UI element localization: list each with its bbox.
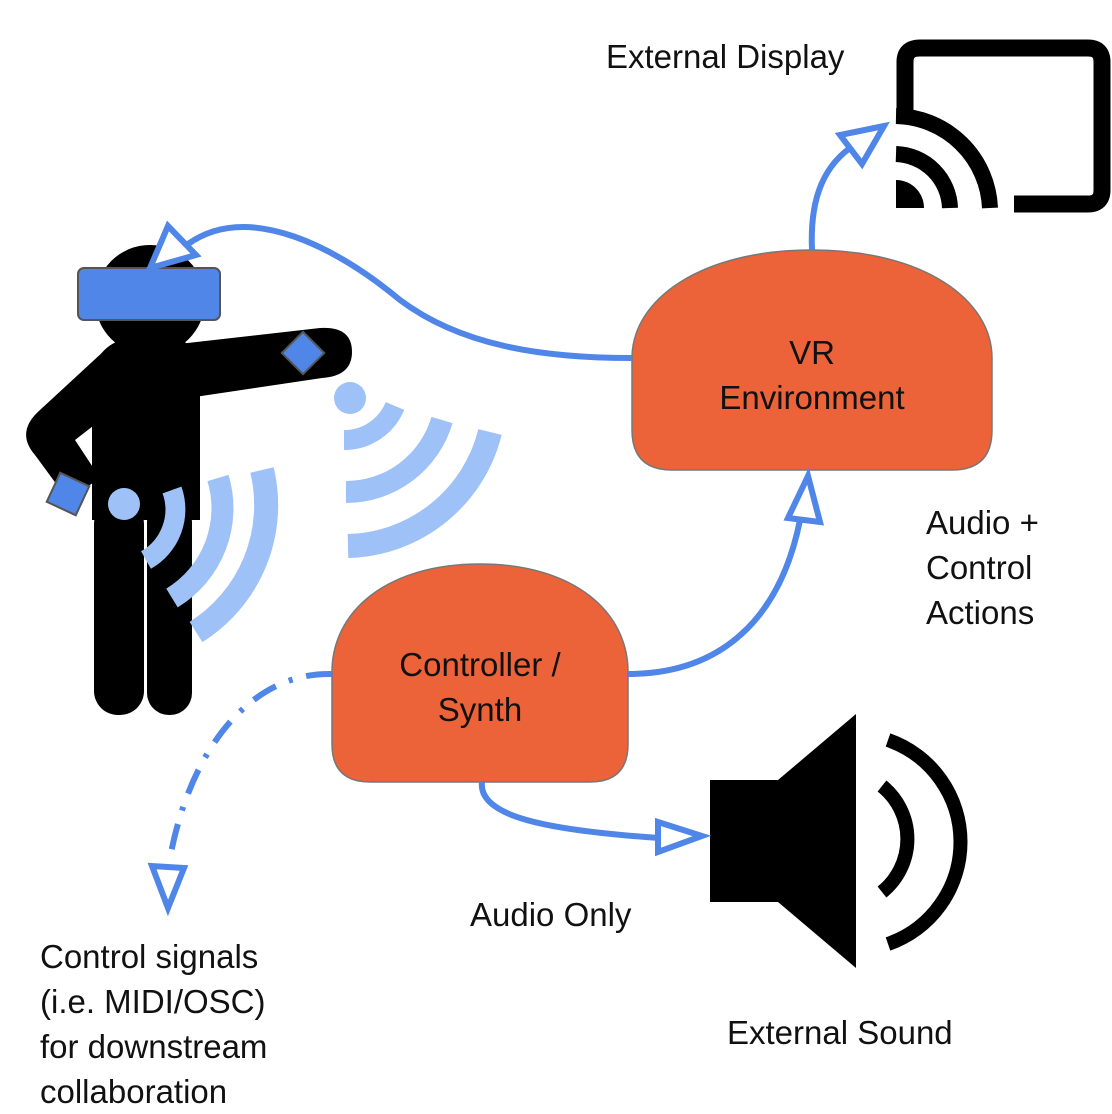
vr-to-headset-arrow (186, 224, 633, 361)
control-signals-arrowhead (147, 862, 189, 917)
audio-control-line1: Audio + (926, 504, 1039, 541)
controller-to-vr-arrowhead (783, 467, 825, 526)
hip-tracker-icon (45, 471, 91, 517)
vr-headset-icon (77, 267, 221, 321)
vr-to-headset-arrowhead (144, 220, 202, 273)
wireless-wave-icon (334, 382, 502, 558)
controller-synth-line1: Controller / (399, 646, 561, 683)
hand-tracker-icon (280, 330, 326, 376)
control-signals-line2: (i.e. MIDI/OSC) (40, 983, 266, 1020)
vr-environment-label: VR Environment (632, 330, 992, 420)
controller-to-speaker-arrowhead (655, 817, 712, 857)
cast-display-icon (895, 39, 1111, 213)
speaker-icon (710, 714, 968, 968)
audio-control-line2: Control (926, 549, 1033, 586)
controller-synth-line2: Synth (437, 691, 523, 728)
vr-user-figure-icon (26, 245, 352, 715)
control-signals-label: Control signals (i.e. MIDI/OSC) for down… (40, 934, 267, 1114)
audio-control-label: Audio + Control Actions (926, 500, 1039, 635)
control-signals-line4: collaboration (40, 1073, 228, 1110)
vr-environment-node (631, 249, 993, 471)
vr-to-display-arrowhead (834, 121, 890, 170)
controller-to-vr-arrow (627, 519, 803, 677)
external-display-label: External Display (606, 38, 845, 75)
audio-only-label: Audio Only (470, 896, 632, 933)
controller-to-speaker-arrow (478, 781, 661, 841)
audio-control-line3: Actions (926, 594, 1035, 631)
controller-synth-node (331, 563, 629, 783)
vr-environment-line1: VR (789, 334, 835, 371)
control-signals-arrow (167, 670, 333, 859)
external-sound-label: External Sound (727, 1014, 953, 1051)
wireless-wave-icon (108, 467, 279, 643)
control-signals-line1: Control signals (40, 938, 259, 975)
vr-to-display-arrow (808, 145, 852, 251)
vr-environment-line2: Environment (719, 379, 905, 416)
control-signals-line3: for downstream (40, 1028, 268, 1065)
controller-synth-label: Controller / Synth (332, 642, 628, 732)
